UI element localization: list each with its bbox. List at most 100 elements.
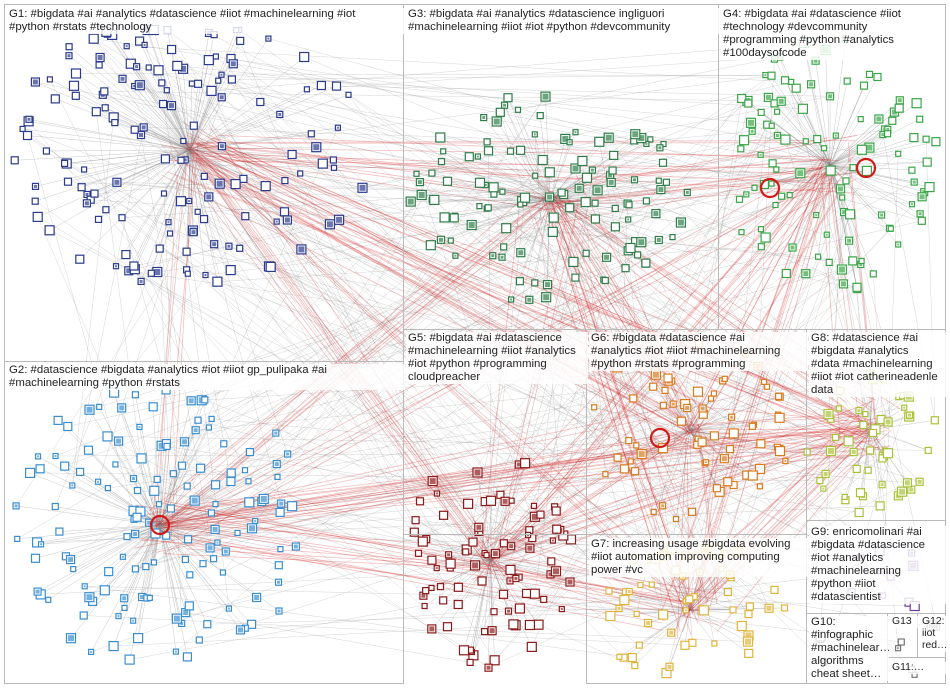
edge-inter <box>135 386 768 570</box>
edge-intra <box>177 65 191 151</box>
node-g5 <box>422 586 430 595</box>
node-g1 <box>130 125 139 134</box>
node-g3 <box>625 242 636 254</box>
edge-intra <box>98 406 161 526</box>
node-avatar-g5 <box>548 572 553 577</box>
edge-intra <box>489 559 521 609</box>
node-g2 <box>102 431 113 442</box>
edge-inter <box>543 408 703 600</box>
node-g6 <box>661 386 669 394</box>
edge-intra <box>73 524 161 570</box>
node-avatar-g5 <box>567 579 573 585</box>
edge-intra <box>469 156 551 201</box>
node-avatar-g2 <box>68 557 74 563</box>
node-g6 <box>625 437 633 445</box>
edge-inter <box>49 230 696 556</box>
edge-inter <box>675 256 819 571</box>
node-avatar-g4 <box>897 243 900 246</box>
edge-inter <box>166 90 693 512</box>
edge-intra <box>14 149 191 161</box>
node-avatar-g1 <box>141 125 146 130</box>
node-avatar-g4 <box>911 203 913 206</box>
edge-intra <box>805 164 831 274</box>
edge-inter <box>134 129 858 290</box>
node-g2 <box>136 453 147 464</box>
node-g2 <box>123 532 131 541</box>
edge-intra <box>653 429 691 513</box>
edge-intra <box>618 608 691 611</box>
edge-intra <box>159 524 230 609</box>
node-g1 <box>102 206 110 214</box>
node-g3 <box>532 172 539 179</box>
node-avatar-g8 <box>903 406 906 409</box>
node-avatar-g4 <box>881 133 885 137</box>
edge-intra <box>829 161 928 166</box>
node-avatar-g3 <box>656 238 661 242</box>
edge-intra <box>189 149 331 225</box>
edge-intra <box>628 429 691 441</box>
edge-intra <box>829 39 846 166</box>
edge-inter <box>83 170 613 616</box>
edge-intra <box>159 453 288 526</box>
node-g1 <box>129 261 139 271</box>
edge-intra <box>159 451 251 526</box>
node-avatar-g2 <box>212 526 218 532</box>
edge-inter <box>133 135 778 267</box>
edge-intra <box>816 138 831 166</box>
edge-red <box>169 141 485 558</box>
node-g7 <box>736 620 747 632</box>
edge-intra <box>767 124 831 166</box>
edge-intra <box>823 429 871 489</box>
edge-inter <box>185 159 629 220</box>
edge-intra <box>760 154 831 166</box>
edge-red <box>518 424 699 543</box>
node-avatar-g5 <box>472 562 479 569</box>
edge-intra <box>189 32 210 151</box>
edge-red <box>140 537 685 615</box>
node-g5 <box>409 527 419 537</box>
edge-inter <box>93 38 657 372</box>
edge-inter <box>124 207 570 609</box>
node-g1 <box>71 91 80 100</box>
edge-inter <box>508 396 899 612</box>
group-label-g9: G9: enricomolinari #ai #bigdata #datasci… <box>809 526 947 604</box>
edge-inter <box>231 79 506 502</box>
edge-inter <box>104 91 564 195</box>
edge-intra <box>189 149 293 155</box>
edge-intra <box>549 177 588 201</box>
node-avatar-g5 <box>531 513 538 520</box>
node-g1 <box>100 87 109 96</box>
node-g6 <box>728 428 739 439</box>
edge-inter <box>280 472 478 550</box>
edge-intra <box>651 584 691 611</box>
edge-intra <box>113 117 191 151</box>
node-g5 <box>540 595 548 604</box>
edge-intra <box>189 83 193 151</box>
node-g1 <box>345 91 352 98</box>
node-avatar-g6 <box>671 402 675 406</box>
node-g2 <box>132 512 142 522</box>
edge-intra <box>829 108 900 166</box>
edge-intra <box>189 149 205 220</box>
node-avatar-g1 <box>298 246 305 253</box>
node-g1 <box>163 87 170 94</box>
edge-intra <box>189 149 205 177</box>
edge-inter <box>40 515 444 545</box>
edge-intra <box>116 149 191 183</box>
edge-intra <box>139 426 161 526</box>
edge-intra <box>549 190 598 201</box>
edge-intra <box>625 591 691 611</box>
node-avatar-g8 <box>899 488 906 495</box>
edge-intra <box>689 416 732 431</box>
edge-intra <box>632 609 691 658</box>
node-g1 <box>166 230 174 237</box>
edge-intra <box>68 55 191 151</box>
edge-intra <box>64 149 191 164</box>
node-g2 <box>184 601 194 611</box>
node-avatar-g4 <box>891 109 897 115</box>
node-g2 <box>247 619 257 629</box>
node-g1 <box>239 174 248 183</box>
node-avatar-g3 <box>574 131 577 134</box>
edge-intra <box>771 75 831 166</box>
